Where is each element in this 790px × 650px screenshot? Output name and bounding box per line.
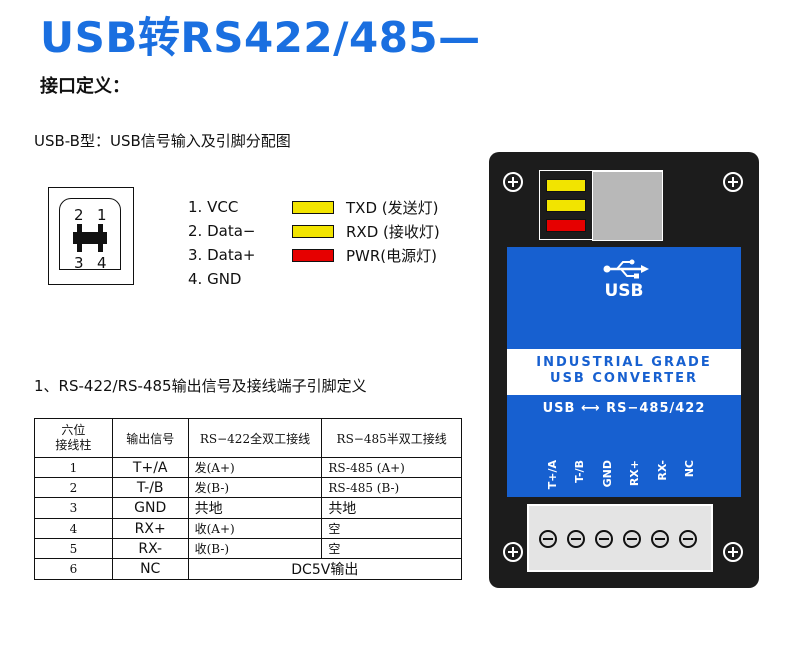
terminal-label: GND: [601, 460, 614, 488]
pin-number-4: 4: [97, 254, 107, 272]
cell-pin: 5: [34, 538, 113, 559]
pin-number-2: 2: [74, 206, 84, 224]
led-panel: [539, 170, 663, 241]
led-label: TXD (发送灯): [346, 198, 439, 217]
device-text-industrial: INDUSTRIAL GRADE: [536, 355, 712, 370]
led-legend-item: TXD (发送灯): [292, 195, 440, 219]
led-label: RXD (接收灯): [346, 222, 440, 241]
table-row: 2 T-/B 发(B-) RS-485 (B-): [34, 477, 462, 498]
cell-rs485: 共地: [321, 497, 462, 519]
terminal-label: RX+: [628, 460, 641, 487]
connector-tongue: [73, 232, 107, 244]
terminal-label: NC: [683, 460, 696, 478]
cell-signal: RX-: [111, 538, 189, 559]
led-indicator: [546, 179, 586, 192]
cell-pin: 4: [34, 518, 113, 539]
table-row: 1 T+/A 发(A+) RS-485 (A+): [34, 457, 462, 478]
screw-icon: [503, 542, 523, 562]
pin-item: 1. VCC: [188, 198, 239, 216]
led-legend: TXD (发送灯) RXD (接收灯) PWR(电源灯): [292, 195, 440, 267]
cell-rs422: 收(B-): [187, 538, 323, 559]
cell-rs485: 空: [321, 518, 462, 539]
screw-icon: [723, 172, 743, 192]
table-row: 3 GND 共地 共地: [34, 497, 462, 519]
pin-definition-table: 六位 接线柱 输出信号 RS−422全双工接线 RS−485半双工接线 1 T+…: [34, 418, 463, 580]
cell-rs422: 发(A+): [187, 457, 323, 478]
table-header-row: 六位 接线柱 输出信号 RS−422全双工接线 RS−485半双工接线: [34, 418, 462, 458]
usb-b-port: [592, 171, 663, 241]
led-label: PWR(电源灯): [346, 246, 438, 265]
cell-rs485: RS-485 (B-): [321, 477, 462, 498]
connector-inner-outline: [59, 198, 121, 270]
led-swatch: [292, 224, 334, 238]
terminal-screw-icon: [651, 530, 669, 548]
table-row: 4 RX+ 收(A+) 空: [34, 518, 462, 539]
led-indicator: [546, 199, 586, 212]
pin-item: 2. Data−: [188, 222, 256, 240]
pin-item: 3. Data+: [188, 246, 256, 264]
cell-pin: 3: [34, 497, 113, 519]
led-legend-item: RXD (接收灯): [292, 219, 440, 243]
terminal-label: T-/B: [573, 460, 586, 483]
usb-symbol-icon: [603, 259, 649, 279]
contact-pin: [98, 244, 103, 252]
header-pin: 六位 接线柱: [34, 418, 113, 458]
header-signal: 输出信号: [111, 418, 189, 458]
led-indicator: [546, 219, 586, 232]
led-swatch: [292, 200, 334, 214]
cell-rs485: 空: [321, 538, 462, 559]
terminal-block: [527, 504, 713, 572]
contact-pin: [77, 224, 82, 232]
cell-signal: RX+: [111, 518, 189, 539]
header-rs422: RS−422全双工接线: [187, 418, 323, 458]
cell-rs422: 共地: [187, 497, 323, 519]
cell-merged-output: DC5V输出: [187, 558, 463, 580]
usb-b-connector-diagram: 2 1 3 4: [48, 187, 134, 285]
pin-number-1: 1: [97, 206, 107, 224]
cell-signal: NC: [111, 558, 189, 580]
cell-signal: T-/B: [111, 477, 189, 498]
usb-b-heading: USB-B型：USB信号输入及引脚分配图: [34, 132, 291, 150]
header-rs485: RS−485半双工接线: [321, 418, 462, 458]
device-label-band: INDUSTRIAL GRADE USB CONVERTER: [507, 349, 741, 395]
terminal-screw-icon: [623, 530, 641, 548]
cell-pin: 1: [34, 457, 113, 478]
cell-signal: T+/A: [111, 457, 189, 478]
section-heading: 1、RS-422/RS-485输出信号及接线端子引脚定义: [34, 377, 367, 395]
device-text-converter: USB CONVERTER: [550, 371, 698, 386]
led-swatch: [292, 248, 334, 262]
terminal-screw-icon: [679, 530, 697, 548]
cell-rs422: 收(A+): [187, 518, 323, 539]
pin-item: 4. GND: [188, 270, 242, 288]
terminal-screw-icon: [567, 530, 585, 548]
cell-rs422: 发(B-): [187, 477, 323, 498]
usb-pin-list: 1. VCC 2. Data− 3. Data+ 4. GND: [188, 195, 255, 291]
contact-pin: [77, 244, 82, 252]
device-usb-label: USB: [604, 281, 644, 301]
section-subtitle: 接口定义：: [40, 76, 130, 97]
cell-rs485: RS-485 (A+): [321, 457, 462, 478]
terminal-screw-icon: [595, 530, 613, 548]
screw-icon: [503, 172, 523, 192]
converter-device: USB INDUSTRIAL GRADE USB CONVERTER USB ⟷…: [489, 152, 759, 588]
cell-pin: 6: [34, 558, 113, 580]
page-title: USB转RS422/485—: [40, 13, 481, 62]
terminal-label: T+/A: [546, 460, 559, 490]
device-protocol-label: USB ⟷ RS−485/422: [542, 401, 706, 416]
contact-pin: [98, 224, 103, 232]
cell-pin: 2: [34, 477, 113, 498]
cell-signal: GND: [111, 497, 189, 519]
terminal-label: RX-: [656, 460, 669, 481]
table-row: 5 RX- 收(B-) 空: [34, 538, 462, 559]
screw-icon: [723, 542, 743, 562]
pin-number-3: 3: [74, 254, 84, 272]
led-legend-item: PWR(电源灯): [292, 243, 440, 267]
table-row: 6 NC DC5V输出: [34, 558, 463, 580]
terminal-screw-icon: [539, 530, 557, 548]
